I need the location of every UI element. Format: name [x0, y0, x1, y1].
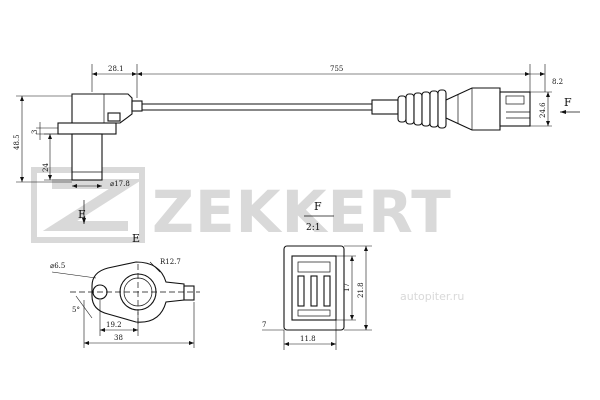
- pin-3: [323, 275, 331, 307]
- sensor-clip: [107, 112, 121, 122]
- pin-2: [310, 275, 318, 307]
- cable-grommet: [131, 100, 143, 112]
- connector-latch: [505, 95, 525, 105]
- dim-offset-width: 28.1: [108, 65, 124, 73]
- dim-connector-outer-height: 21.8: [357, 282, 365, 298]
- connector-plug: [499, 91, 531, 127]
- logo-z-mark: [42, 179, 144, 231]
- view-label-f: F: [564, 96, 572, 109]
- sensor-head: [71, 93, 133, 124]
- connector-pins: [297, 275, 331, 307]
- corrugated-boot: [397, 89, 447, 129]
- connector-key-top: [297, 261, 331, 273]
- dim-connector-length: 8.2: [552, 78, 563, 86]
- sensor-side-view: [57, 87, 531, 181]
- sensor-flange: [57, 122, 117, 135]
- connector-face-view: F 2:1 21.8 17 11.8 7: [262, 200, 372, 350]
- view-markers: E E F: [78, 96, 580, 245]
- section-label-e: E: [78, 208, 86, 221]
- pin-1: [297, 275, 305, 307]
- dim-body-height: 24: [42, 163, 50, 172]
- cable-sleeve: [371, 99, 399, 115]
- main-view-dimensions: 28.1 755 8.2 24.6 48.5 3 24 ⌀17.8: [13, 64, 563, 188]
- dim-flange-radius: R12.7: [160, 258, 181, 266]
- watermark-text: autopiter.ru: [400, 290, 464, 303]
- dim-collar-height: 3: [31, 130, 39, 134]
- dim-flange-length: 38: [114, 334, 123, 342]
- flange-lug: [183, 285, 195, 301]
- dim-connector-height: 24.6: [539, 102, 547, 118]
- dim-connector-width: 11.8: [300, 335, 316, 343]
- dim-body-diameter: ⌀17.8: [110, 180, 130, 188]
- detail-scale: 2:1: [306, 223, 320, 233]
- connector-key-bottom: [297, 309, 331, 317]
- logo-text: ZEKKERT: [152, 178, 452, 246]
- sensor-body: [71, 133, 103, 181]
- zekkert-logo: ZEKKERT: [31, 167, 452, 246]
- dim-angle: 5°: [72, 306, 80, 314]
- dim-hole-diameter: ⌀6.5: [50, 262, 65, 270]
- dim-cable-length: 755: [330, 65, 343, 73]
- dim-connector-inner-height: 17: [343, 283, 351, 292]
- view-label-e: E: [132, 232, 140, 245]
- detail-label-f: F: [314, 200, 322, 213]
- dim-hole-offset: 19.2: [106, 321, 122, 329]
- connector-housing: [445, 87, 501, 131]
- dim-pin-pitch: 7: [262, 321, 266, 329]
- flange-top-view: ⌀6.5 R12.7 5° 19.2 38: [50, 258, 200, 348]
- dim-total-height: 48.5: [13, 134, 21, 150]
